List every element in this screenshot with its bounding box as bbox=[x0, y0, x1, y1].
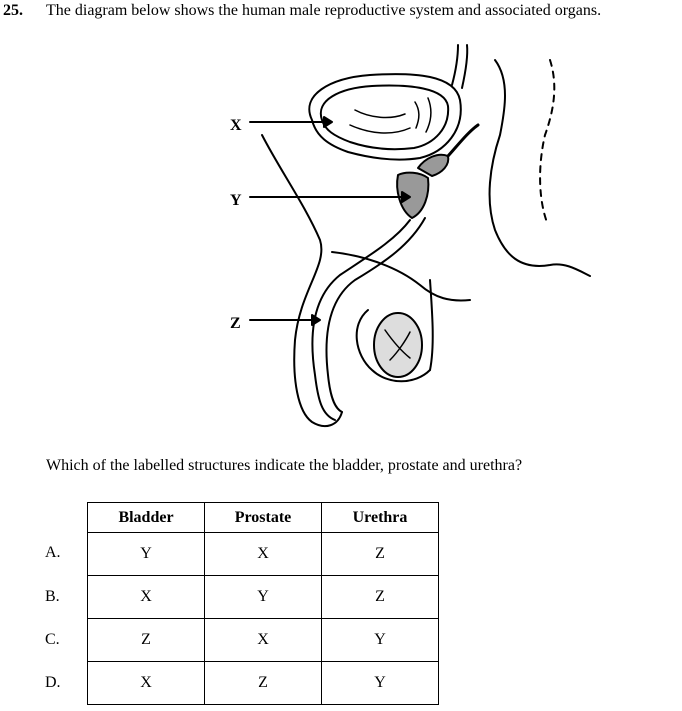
column-header: Bladder bbox=[87, 502, 205, 533]
testis bbox=[373, 312, 423, 378]
table-cell: X bbox=[87, 661, 205, 705]
option-label-b: B. bbox=[45, 588, 60, 605]
table-cell: X bbox=[87, 575, 205, 619]
option-label-c: C. bbox=[45, 631, 60, 648]
column-header: Urethra bbox=[321, 502, 439, 533]
option-label-d: D. bbox=[45, 674, 61, 691]
prostate bbox=[396, 171, 430, 219]
column-header: Prostate bbox=[204, 502, 322, 533]
table-row: X Y Z bbox=[87, 575, 439, 619]
bladder-inner bbox=[319, 84, 450, 151]
table-cell: Z bbox=[87, 618, 205, 662]
table-cell: Z bbox=[204, 661, 322, 705]
table-row: Z X Y bbox=[87, 618, 439, 662]
table-row: X Z Y bbox=[87, 661, 439, 705]
answer-table: Bladder Prostate Urethra Y X Z X Y Z Z X… bbox=[87, 502, 439, 705]
table-cell: Z bbox=[321, 532, 439, 576]
label-z: Z bbox=[230, 315, 241, 332]
table-row: Y X Z bbox=[87, 532, 439, 576]
table-cell: Y bbox=[321, 618, 439, 662]
label-x: X bbox=[230, 117, 242, 134]
bladder-outline bbox=[308, 73, 462, 161]
table-cell: Y bbox=[204, 575, 322, 619]
question-text: The diagram below shows the human male r… bbox=[46, 2, 602, 19]
table-header-row: Bladder Prostate Urethra bbox=[87, 502, 439, 533]
table-cell: Z bbox=[321, 575, 439, 619]
reproductive-system-diagram: X Y Z bbox=[230, 44, 591, 428]
question-prompt: Which of the labelled structures indicat… bbox=[46, 457, 523, 474]
question-number: 25. bbox=[3, 2, 23, 19]
table-cell: X bbox=[204, 618, 322, 662]
option-label-a: A. bbox=[45, 544, 61, 561]
table-cell: Y bbox=[321, 661, 439, 705]
table-cell: X bbox=[204, 532, 322, 576]
label-y: Y bbox=[230, 192, 242, 209]
rectum bbox=[488, 59, 591, 277]
table-cell: Y bbox=[87, 532, 205, 576]
urethra bbox=[311, 219, 411, 421]
